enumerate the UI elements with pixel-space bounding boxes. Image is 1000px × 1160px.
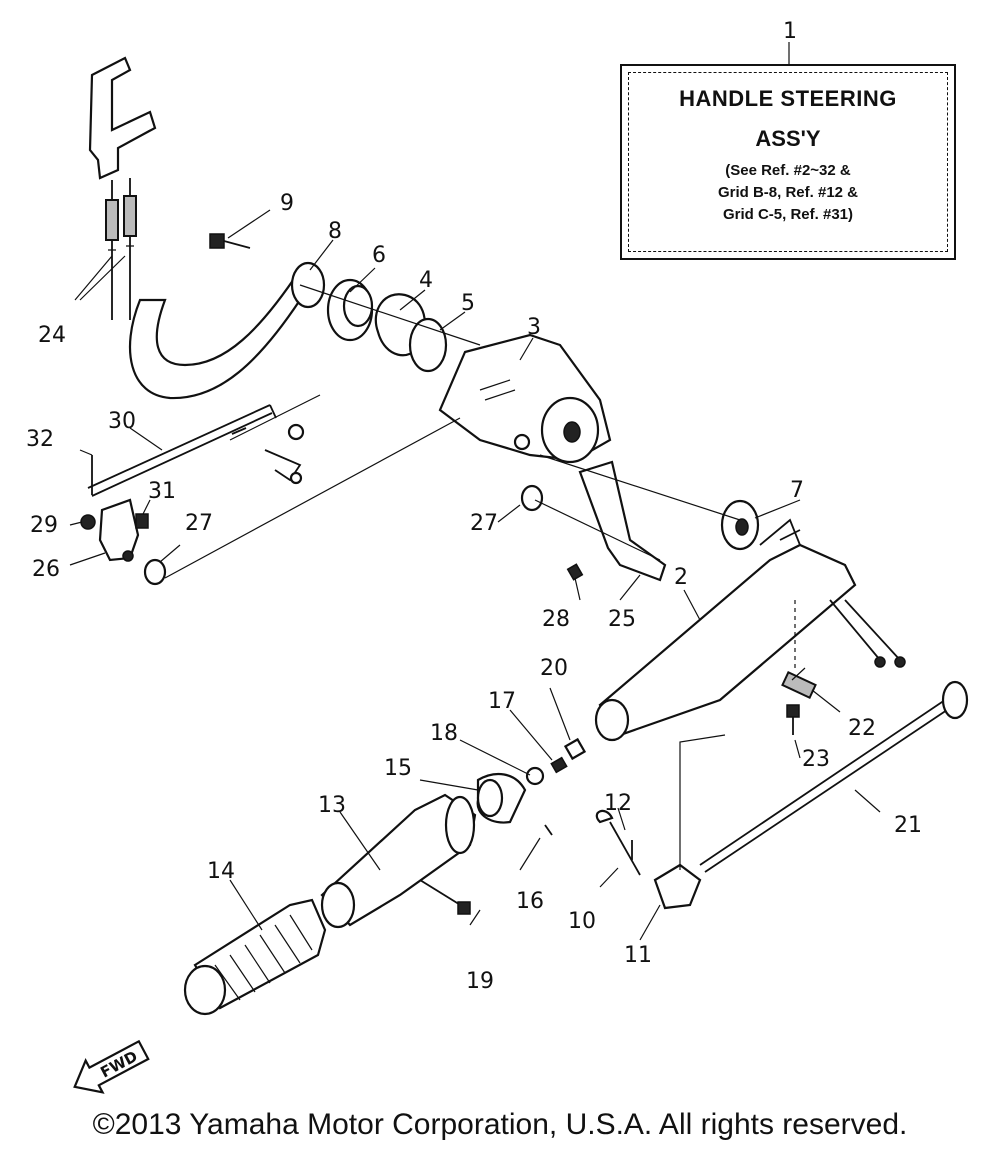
callout-11: 11: [624, 943, 652, 968]
callout-1: 1: [783, 19, 797, 44]
part-5-ring: [408, 317, 448, 373]
copyright-notice: ©2013 Yamaha Motor Corporation, U.S.A. A…: [92, 1108, 908, 1141]
callout-24: 24: [38, 323, 66, 348]
part-8-plate: [290, 261, 326, 309]
part-27a-bushing: [143, 558, 167, 586]
part-25-lever: [578, 460, 667, 582]
callout-14: 14: [207, 859, 235, 884]
exploded-parts-diagram: 1 2 3 4 5 6 7 8 9 10 11 12 13 14 15 16 1…: [26, 19, 969, 1094]
cable-tube: [128, 266, 302, 400]
part-31-nut: [135, 513, 149, 529]
assembly-box-inner-border: [628, 72, 948, 252]
callout-4: 4: [419, 268, 433, 293]
part-11-friction-block: [653, 863, 702, 910]
callout-labels: 1 2 3 4 5 6 7 8 9 10 11 12 13 14 15 16 1…: [26, 19, 922, 994]
part-18-nut: [525, 766, 545, 786]
callout-30: 30: [108, 409, 136, 434]
part-20-nut: [563, 737, 587, 761]
assembly-note-1: (See Ref. #2~32 &: [725, 162, 851, 179]
assembly-title: HANDLE STEERING: [679, 86, 897, 111]
callout-29: 29: [30, 513, 58, 538]
callout-5: 5: [461, 291, 475, 316]
part-19-screw: [419, 879, 471, 915]
cable-bracket: [88, 56, 157, 180]
callout-15: 15: [384, 756, 412, 781]
part-10-thumb-screw: [595, 809, 641, 876]
part-13-grip-tube: [320, 793, 477, 929]
callout-9: 9: [280, 191, 294, 216]
part-22-plate: [781, 670, 817, 700]
callout-6: 6: [372, 243, 386, 268]
callout-13: 13: [318, 793, 346, 818]
callout-28: 28: [542, 607, 570, 632]
assembly-reference-box: HANDLE STEERING ASS'Y (See Ref. #2~32 & …: [620, 64, 956, 260]
part-3-housing: [438, 333, 612, 464]
callout-16: 16: [516, 889, 544, 914]
part-17-spring: [550, 756, 568, 774]
callout-27a: 27: [185, 511, 213, 536]
callout-10: 10: [568, 909, 596, 934]
callout-2: 2: [674, 565, 688, 590]
callout-22: 22: [848, 716, 876, 741]
leader-lines: [69, 42, 881, 941]
part-28-pin: [566, 563, 584, 581]
assembly-subtitle: ASS'Y: [755, 126, 821, 151]
callout-19: 19: [466, 969, 494, 994]
part-30-link-rod: [87, 404, 277, 497]
callout-7: 7: [790, 478, 804, 503]
throttle-cables: [105, 178, 137, 320]
callout-12: 12: [604, 791, 632, 816]
callout-32: 32: [26, 427, 54, 452]
part-15-ring: [476, 772, 527, 824]
part-2-handle: [594, 518, 906, 742]
part-16-pin: [544, 824, 553, 836]
callout-3: 3: [527, 315, 541, 340]
assembly-note-3: Grid C-5, Ref. #31): [722, 206, 854, 223]
part-14-grip: [183, 898, 327, 1016]
callout-27b: 27: [470, 511, 498, 536]
fwd-arrow-icon: FWD: [73, 1039, 150, 1094]
callout-31: 31: [148, 479, 176, 504]
callout-18: 18: [430, 721, 458, 746]
part-7-washer: [720, 499, 760, 551]
part-21-shaft: [699, 680, 969, 873]
part-26-joint: [98, 498, 140, 562]
assembly-lines: [164, 284, 796, 870]
part-23-screw: [786, 704, 800, 735]
callout-20: 20: [540, 656, 568, 681]
callout-26: 26: [32, 557, 60, 582]
callout-17: 17: [488, 689, 516, 714]
callout-23: 23: [802, 747, 830, 772]
callout-8: 8: [328, 219, 342, 244]
part-29-nut: [80, 514, 96, 530]
callout-25: 25: [608, 607, 636, 632]
link-fittings: [231, 423, 305, 485]
part-27b-bushing: [520, 484, 544, 512]
part-6-collar: [326, 278, 374, 342]
callout-21: 21: [894, 813, 922, 838]
part-9-screw: [209, 233, 251, 249]
assembly-note-2: Grid B-8, Ref. #12 &: [717, 184, 859, 201]
